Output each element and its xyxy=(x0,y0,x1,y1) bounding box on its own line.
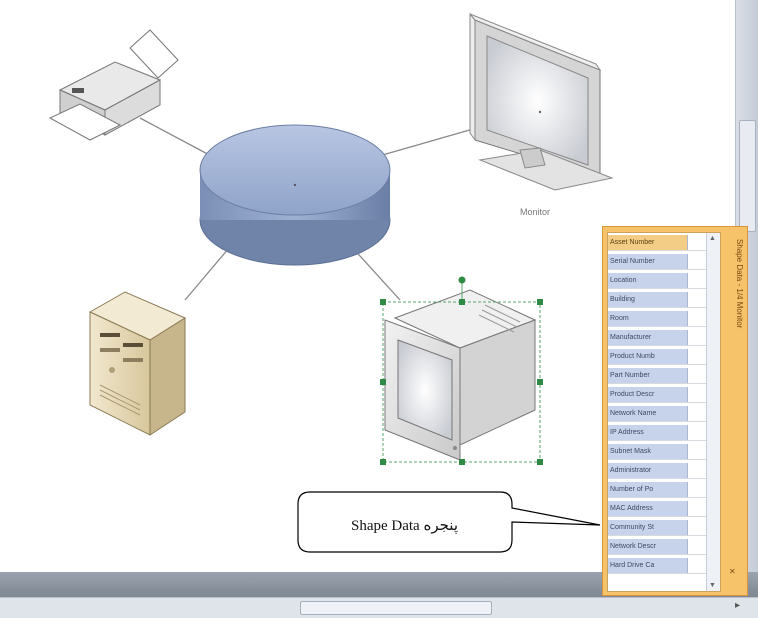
vertical-scroll-thumb[interactable] xyxy=(739,120,756,232)
shape-data-row[interactable]: Location xyxy=(608,273,720,289)
field-name: Room xyxy=(608,311,688,326)
field-value[interactable] xyxy=(689,273,706,288)
shape-data-row[interactable]: Product Numb xyxy=(608,349,720,365)
shape-data-row[interactable]: Product Descr xyxy=(608,387,720,403)
panel-title: Shape Data - 1/4 Monitor xyxy=(735,239,744,329)
field-name: Product Numb xyxy=(608,349,688,364)
scroll-up-icon[interactable]: ▲ xyxy=(709,235,716,242)
field-value[interactable] xyxy=(689,235,706,250)
shape-data-row[interactable]: Subnet Mask xyxy=(608,444,720,460)
field-name: Network Name xyxy=(608,406,688,421)
field-name: Location xyxy=(608,273,688,288)
field-name: Manufacturer xyxy=(608,330,688,345)
horizontal-scrollbar[interactable]: ◂ ▸ xyxy=(0,597,758,618)
shape-data-row[interactable]: Number of Po xyxy=(608,482,720,498)
shape-data-row[interactable]: IP Address xyxy=(608,425,720,441)
selection-box xyxy=(380,276,543,465)
shape-data-row[interactable]: Serial Number xyxy=(608,254,720,270)
field-name: Product Descr xyxy=(608,387,688,402)
field-value[interactable] xyxy=(689,463,706,478)
field-value[interactable] xyxy=(689,539,706,554)
field-name: Part Number xyxy=(608,368,688,383)
crt-monitor-icon xyxy=(384,289,537,461)
field-name: Number of Po xyxy=(608,482,688,497)
field-value[interactable] xyxy=(689,368,706,383)
shape-data-row[interactable]: Room xyxy=(608,311,720,327)
field-name: Building xyxy=(608,292,688,307)
field-value[interactable] xyxy=(689,501,706,516)
grid-scrollbar[interactable]: ▲ ▼ xyxy=(706,233,720,591)
shape-data-row[interactable]: Community St xyxy=(608,520,720,536)
field-value[interactable] xyxy=(689,425,706,440)
field-value[interactable] xyxy=(689,330,706,345)
monitor-label: Monitor xyxy=(520,207,551,217)
shape-data-row[interactable]: Building xyxy=(608,292,720,308)
hub-icon xyxy=(199,124,391,266)
field-value[interactable] xyxy=(689,349,706,364)
field-name: Community St xyxy=(608,520,688,535)
field-value[interactable] xyxy=(689,444,706,459)
field-name: Administrator xyxy=(608,463,688,478)
shape-data-row[interactable]: MAC Address xyxy=(608,501,720,517)
shape-data-row[interactable]: Network Name xyxy=(608,406,720,422)
close-icon[interactable]: ✕ xyxy=(729,567,736,576)
shape-data-panel[interactable]: Hard Drive Ca Network Descr Community St MA… xyxy=(602,226,748,596)
shape-data-row[interactable]: Asset Number xyxy=(608,235,720,251)
field-value[interactable] xyxy=(689,387,706,402)
shape-data-row[interactable]: Hard Drive Ca xyxy=(608,558,720,574)
network-diagram xyxy=(48,12,614,465)
shape-data-row[interactable]: Manufacturer xyxy=(608,330,720,346)
field-name: IP Address xyxy=(608,425,688,440)
field-value[interactable] xyxy=(689,311,706,326)
field-name: Network Descr xyxy=(608,539,688,554)
field-value[interactable] xyxy=(689,520,706,535)
selection-handles xyxy=(380,276,543,465)
field-value[interactable] xyxy=(689,406,706,421)
horizontal-scroll-thumb[interactable] xyxy=(300,601,492,615)
shape-data-grid[interactable]: Hard Drive Ca Network Descr Community St MA… xyxy=(607,232,721,592)
field-value[interactable] xyxy=(689,254,706,269)
shape-data-row[interactable]: Part Number xyxy=(608,368,720,384)
field-name: MAC Address xyxy=(608,501,688,516)
field-name: Serial Number xyxy=(608,254,688,269)
field-value[interactable] xyxy=(689,292,706,307)
printer-icon xyxy=(48,29,179,141)
scroll-right-icon[interactable]: ▸ xyxy=(735,600,741,611)
shape-data-row[interactable]: Network Descr xyxy=(608,539,720,555)
field-value[interactable] xyxy=(689,482,706,497)
field-name: Hard Drive Ca xyxy=(608,558,688,573)
field-value[interactable] xyxy=(689,558,706,573)
field-name: Asset Number xyxy=(608,235,688,250)
server-icon xyxy=(88,291,187,436)
shape-data-row[interactable]: Administrator xyxy=(608,463,720,479)
field-name: Subnet Mask xyxy=(608,444,688,459)
scroll-down-icon[interactable]: ▼ xyxy=(709,582,716,589)
callout-text: پنجره Shape Data xyxy=(350,518,458,534)
monitor-icon xyxy=(469,12,614,191)
